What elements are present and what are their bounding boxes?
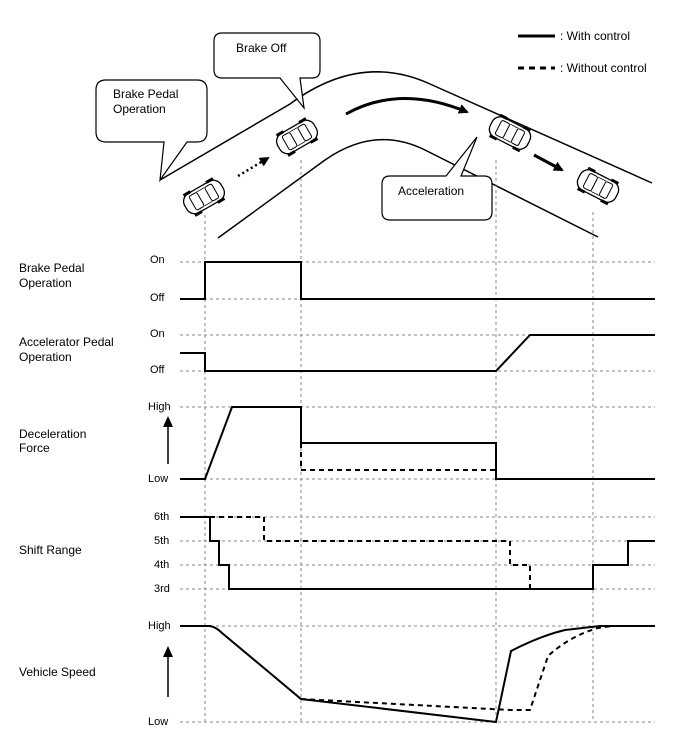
- svg-text:On: On: [150, 328, 165, 340]
- decel-level-high: High: [148, 401, 171, 413]
- car-2-icon: [271, 114, 323, 160]
- svg-text:Operation: Operation: [19, 276, 72, 290]
- speed-level-low: Low: [148, 716, 168, 728]
- row-label-vehicle-speed: Vehicle Speed: [19, 665, 96, 679]
- shift-range-trace: [180, 516, 655, 590]
- road-inner-edge: [217, 138, 599, 239]
- legend: : With control : Without control: [518, 29, 647, 75]
- shift-level-6th: 6th: [154, 511, 169, 523]
- svg-text:3rd: 3rd: [154, 583, 170, 595]
- row-label-deceleration-force-1: Deceleration: [19, 427, 86, 441]
- row-label-shift-range: Shift Range: [19, 543, 82, 557]
- vehicle-speed-dashed-trace: [300, 625, 613, 711]
- svg-text:Brake Pedal: Brake Pedal: [19, 261, 84, 275]
- shift-range-dashed-trace: [210, 516, 531, 589]
- dotted-motion-arrow-icon: [237, 156, 270, 178]
- row-label-brake-pedal-1: Brake Pedal: [19, 261, 84, 275]
- svg-text:High: High: [148, 620, 171, 632]
- svg-text:Vehicle Speed: Vehicle Speed: [19, 665, 96, 679]
- car-3-icon: [484, 111, 536, 155]
- svg-text:On: On: [150, 254, 165, 266]
- callout-brake-pedal-operation: Brake Pedal Operation: [95, 79, 208, 183]
- accelerator-pedal-trace: [180, 334, 655, 372]
- car-4-icon: [572, 164, 624, 208]
- straight-motion-arrow-icon: [533, 153, 564, 172]
- svg-text:Brake Pedal: Brake Pedal: [113, 87, 178, 101]
- accel-level-off: Off: [150, 364, 165, 376]
- svg-text:Low: Low: [148, 716, 168, 728]
- svg-text:5th: 5th: [154, 535, 169, 547]
- callout-brake-off-text: Brake Off: [236, 41, 287, 55]
- callout-brake-off: Brake Off: [213, 32, 321, 111]
- svg-text:Shift Range: Shift Range: [19, 543, 82, 557]
- decel-level-low: Low: [148, 473, 168, 485]
- row-label-brake-pedal-2: Operation: [19, 276, 72, 290]
- car-1-icon: [178, 174, 230, 220]
- speed-level-high: High: [148, 620, 171, 632]
- svg-text:4th: 4th: [154, 559, 169, 571]
- shift-level-4th: 4th: [154, 559, 169, 571]
- svg-text:: Without control: : Without control: [560, 61, 647, 75]
- legend-with-control-label: : With control: [560, 29, 630, 43]
- legend-without-control-label: : Without control: [560, 61, 647, 75]
- svg-text:Deceleration: Deceleration: [19, 427, 86, 441]
- svg-text:Brake Off: Brake Off: [236, 41, 287, 55]
- callout-brake-pedal-line-1: Brake Pedal: [113, 87, 178, 101]
- speed-increase-arrow-icon: [163, 646, 173, 697]
- road-outer-edge: [159, 71, 653, 184]
- row-label-accelerator-pedal-1: Accelerator Pedal: [19, 335, 114, 349]
- shift-level-5th: 5th: [154, 535, 169, 547]
- svg-text:: With control: : With control: [560, 29, 630, 43]
- svg-text:6th: 6th: [154, 511, 169, 523]
- accel-level-on: On: [150, 328, 165, 340]
- svg-text:High: High: [148, 401, 171, 413]
- svg-text:Operation: Operation: [113, 102, 166, 116]
- svg-text:Off: Off: [150, 364, 165, 376]
- row-label-accelerator-pedal-2: Operation: [19, 350, 72, 364]
- shift-level-3rd: 3rd: [154, 583, 170, 595]
- row-label-deceleration-force-2: Force: [19, 441, 50, 455]
- brake-level-off: Off: [150, 292, 165, 304]
- callout-brake-pedal-line-2: Operation: [113, 102, 166, 116]
- event-guide-lines: [204, 160, 594, 722]
- brake-pedal-trace: [180, 261, 655, 300]
- callout-acceleration: Acceleration: [381, 136, 493, 221]
- callout-acceleration-text: Acceleration: [398, 184, 464, 198]
- curved-motion-arrow-icon: [345, 97, 469, 116]
- brake-level-on: On: [150, 254, 165, 266]
- svg-text:Force: Force: [19, 441, 50, 455]
- level-gridlines: [180, 261, 655, 723]
- svg-text:Operation: Operation: [19, 350, 72, 364]
- svg-text:Low: Low: [148, 473, 168, 485]
- decel-increase-arrow-icon: [163, 416, 173, 464]
- svg-text:Accelerator Pedal: Accelerator Pedal: [19, 335, 114, 349]
- deceleration-force-dashed-trace: [300, 443, 496, 471]
- deceleration-force-trace: [180, 406, 655, 480]
- svg-text:Acceleration: Acceleration: [398, 184, 464, 198]
- svg-text:Off: Off: [150, 292, 165, 304]
- vehicle-speed-trace: [180, 625, 655, 724]
